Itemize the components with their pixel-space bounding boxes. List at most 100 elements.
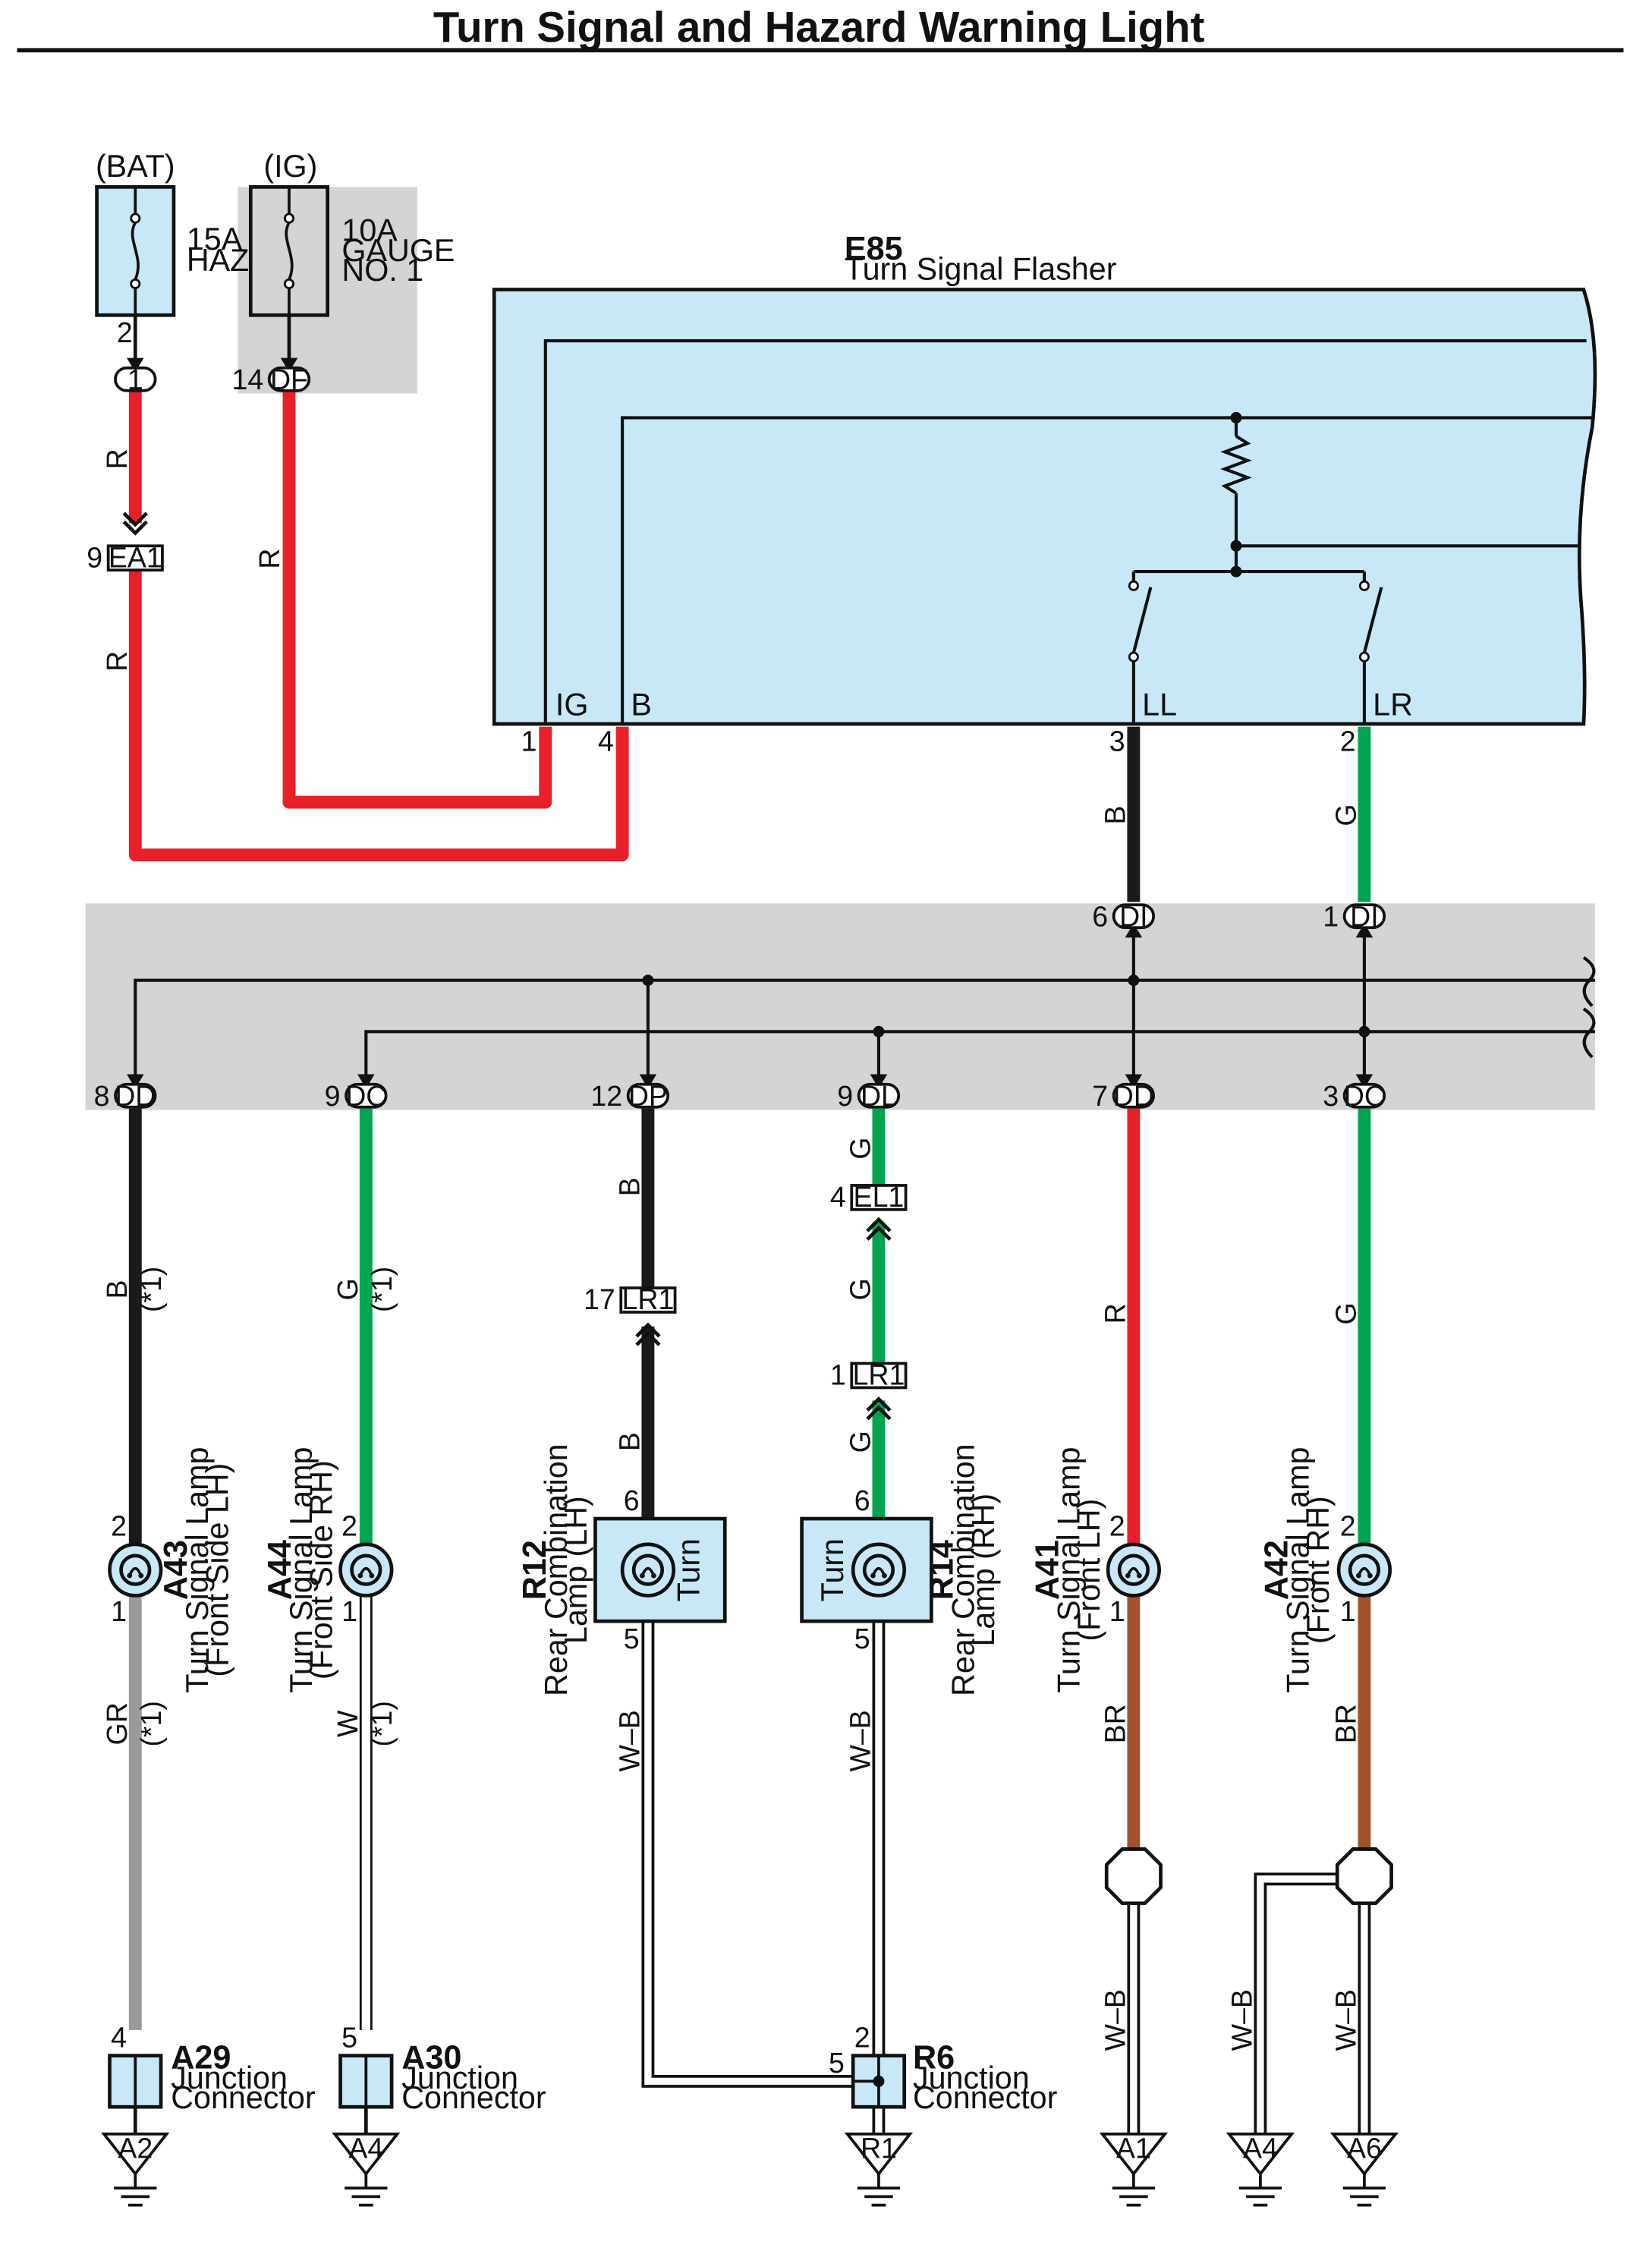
fuse-gauge-rating: 10A <box>341 213 398 248</box>
flasher-terminal-lr: LR <box>1373 688 1413 722</box>
flasher-terminal-ll: LL <box>1142 688 1177 722</box>
jb-connector-1: DD <box>115 1080 156 1112</box>
lamp-a41-name-2: (Front LH) <box>1071 1499 1106 1642</box>
jb-connector-2: DC <box>345 1080 386 1112</box>
wire-label-g-r14-2: G <box>845 1278 876 1300</box>
wire-label-r-2: R <box>101 651 133 672</box>
junction-connector-r6-pin-left: 5 <box>829 2047 845 2079</box>
lamp-r12-pin-top: 6 <box>624 1484 640 1516</box>
lamp-a41-pin-bottom: 1 <box>1109 1595 1125 1627</box>
jb-connector-4: DL <box>861 1080 897 1112</box>
junction-connector-r6: 2 5 R6 Junction Connector <box>829 2021 1058 2115</box>
flasher-terminal-b: B <box>631 688 652 722</box>
junction-connector-a29-code: A29 <box>171 2040 231 2076</box>
connector-lr1-rh-pin: 1 <box>830 1359 846 1391</box>
connector-ea1: EA1 <box>109 541 162 573</box>
jb-connector-6-pin: 3 <box>1323 1080 1339 1112</box>
lamp-a43-pin-top: 2 <box>111 1510 127 1542</box>
fuse-haz-name: HAZ <box>187 243 250 278</box>
ground-a6-label: A6 <box>1347 2133 1382 2164</box>
ground-a4-right: A4 <box>1227 2133 1294 2207</box>
jb-top-connector-1: DI <box>1119 900 1148 932</box>
fuse-haz: (BAT) 15A HAZ <box>95 149 250 317</box>
junction-block <box>85 903 1595 1110</box>
ground-r1-label: R1 <box>861 2133 897 2164</box>
lamp-a41-pin-top: 2 <box>1109 1510 1125 1542</box>
wire-label-star-a43-top: (*1) <box>135 1267 167 1312</box>
lamp-a44-pin-bottom: 1 <box>341 1595 357 1627</box>
lamp-r14-inner: Turn <box>815 1538 850 1601</box>
lamp-r14-name-2: Lamp (RH) <box>966 1494 1001 1647</box>
jb-connector-3: DP <box>628 1080 668 1112</box>
connector-ea1-pin: 9 <box>87 541 102 573</box>
junction-connector-a30-code: A30 <box>401 2040 461 2076</box>
lamp-r12-code: R12 <box>517 1540 553 1600</box>
ground-a1-label: A1 <box>1116 2133 1151 2164</box>
lamp-a44-name-1: Turn Signal Lamp <box>284 1447 319 1693</box>
fuse-haz-pin: 2 <box>117 316 133 348</box>
lamp-a44-name-2: (Front Side RH) <box>304 1460 338 1679</box>
lamp-a42-pin-top: 2 <box>1340 1510 1356 1542</box>
ground-a1: A1 <box>1100 2133 1167 2207</box>
ground-a6: A6 <box>1331 2133 1398 2207</box>
lamp-r14-pin-top: 6 <box>854 1484 870 1516</box>
connector-el1-pin: 4 <box>830 1181 846 1213</box>
lamp-a41-name-1: Turn Signal Lamp <box>1052 1447 1087 1693</box>
jb-connector-1-pin: 8 <box>94 1080 110 1112</box>
wire-label-b-a43: B <box>101 1280 133 1299</box>
lamp-a42-code: A42 <box>1259 1540 1295 1600</box>
flasher-pin-lr: 2 <box>1340 726 1356 757</box>
ground-a4-left-label: A4 <box>348 2133 383 2164</box>
wire-label-wb-r12: W–B <box>614 1710 646 1771</box>
wire-label-star-a44-bottom: (*1) <box>366 1701 398 1746</box>
jb-top-connector-2-pin: 1 <box>1323 900 1339 932</box>
flasher-pin-b: 4 <box>598 726 614 757</box>
lamp-a42-name-1: Turn Signal Lamp <box>1281 1447 1316 1693</box>
wire-label-br-a42: BR <box>1330 1704 1362 1743</box>
wire-label-wb-a42-left: W–B <box>1226 1989 1258 2051</box>
ground-a4-right-label: A4 <box>1243 2133 1278 2164</box>
ground-a4-left: A4 <box>333 2133 399 2207</box>
flasher-pin-ig: 1 <box>521 726 537 757</box>
jb-connector-2-pin: 9 <box>325 1080 341 1112</box>
lamp-r12-inner: Turn <box>671 1538 706 1601</box>
fuse-haz-rating: 15A <box>187 222 243 257</box>
wire-label-w-a44: W <box>332 1710 363 1737</box>
lamp-r12-pin-bottom: 5 <box>624 1623 640 1654</box>
junction-connector-r6-pin-top: 2 <box>854 2021 870 2053</box>
wire-label-wb-r14: W–B <box>845 1710 876 1771</box>
lamp-a42: 2 1 A42 Turn Signal Lamp (Front RH) <box>1259 1447 1390 1693</box>
lamp-a43: 2 1 A43 Turn Signal Lamp (Front Side LH) <box>110 1447 234 1693</box>
fuse-gauge-name-2: NO. 1 <box>341 253 423 288</box>
fuse-gauge-pin: 14 <box>231 364 263 395</box>
flasher-body <box>492 288 1597 726</box>
wire-label-r-1: R <box>101 449 133 469</box>
jb-connector-5: DD <box>1113 1080 1154 1112</box>
wire-label-r-3: R <box>253 549 285 569</box>
connector-lr1-lh-pin: 17 <box>584 1283 615 1315</box>
wire-label-wb-a41: W–B <box>1100 1989 1131 2051</box>
splice-a41 <box>1106 1849 1160 1903</box>
junction-block-circuit <box>134 934 1596 1078</box>
junction-connector-a30-line2: Connector <box>401 2080 546 2115</box>
jb-connector-6: DC <box>1344 1080 1385 1112</box>
lamp-r14-name-1: Rear Combination <box>946 1443 981 1696</box>
fuse-gauge-name-1: GAUGE <box>341 233 455 268</box>
lamp-a43-name-1: Turn Signal Lamp <box>180 1447 215 1693</box>
wire-label-b-ll: B <box>1100 805 1131 824</box>
junction-connector-a30-line1: Junction <box>401 2060 518 2095</box>
wire-label-r-a41: R <box>1100 1303 1131 1324</box>
jb-connector-3-pin: 12 <box>590 1080 622 1112</box>
jb-top-connector-1-pin: 6 <box>1092 900 1108 932</box>
wire-label-br-a41: BR <box>1100 1704 1131 1743</box>
wire-label-b-r12-bottom: B <box>614 1432 646 1451</box>
lamp-a42-pin-bottom: 1 <box>1340 1595 1356 1627</box>
wire-label-star-a43-bottom: (*1) <box>135 1701 167 1746</box>
wire-label-g-lr: G <box>1330 804 1362 826</box>
flasher-name: Turn Signal Flasher <box>845 251 1117 286</box>
wire-label-g-r14-1: G <box>845 1138 876 1160</box>
junction-connector-a29-line2: Connector <box>171 2080 316 2115</box>
jb-connector-5-pin: 7 <box>1092 1080 1108 1112</box>
wire-label-wb-a42-right: W–B <box>1330 1989 1362 2051</box>
